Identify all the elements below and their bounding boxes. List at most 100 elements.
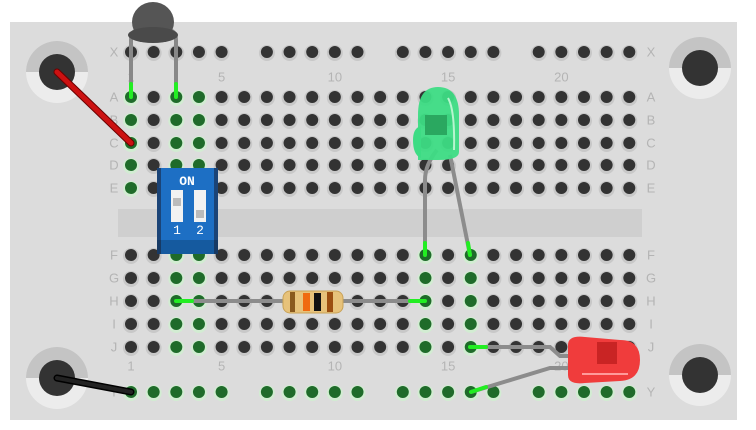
breadboard-hole[interactable] (258, 136, 275, 152)
breadboard-hole[interactable] (213, 317, 230, 333)
breadboard-hole[interactable] (326, 136, 343, 152)
breadboard-hole[interactable] (145, 45, 162, 61)
breadboard-hole[interactable] (462, 90, 479, 106)
resistor[interactable] (174, 290, 427, 314)
breadboard-hole[interactable] (123, 181, 139, 197)
breadboard-hole[interactable] (440, 271, 457, 287)
breadboard-hole[interactable] (621, 136, 638, 152)
breadboard-hole[interactable] (258, 90, 275, 106)
breadboard-hole[interactable] (372, 113, 389, 129)
breadboard-hole[interactable] (598, 385, 615, 401)
breadboard-hole[interactable] (190, 340, 207, 356)
breadboard-hole[interactable] (304, 158, 321, 174)
breadboard-hole[interactable] (598, 181, 615, 197)
breadboard-hole[interactable] (485, 294, 502, 310)
breadboard-hole[interactable] (394, 181, 411, 197)
breadboard-hole[interactable] (553, 158, 570, 174)
breadboard-hole[interactable] (598, 158, 615, 174)
breadboard-hole[interactable] (440, 340, 457, 356)
breadboard-hole[interactable] (576, 136, 592, 152)
breadboard-hole[interactable] (213, 136, 230, 152)
breadboard-hole[interactable] (621, 248, 638, 264)
breadboard-hole[interactable] (213, 113, 230, 129)
breadboard-hole[interactable] (417, 317, 434, 333)
breadboard-hole[interactable] (349, 45, 366, 61)
breadboard-hole[interactable] (394, 113, 411, 129)
breadboard-hole[interactable] (145, 113, 162, 129)
breadboard-hole[interactable] (349, 317, 366, 333)
breadboard-hole[interactable] (621, 385, 638, 401)
breadboard-hole[interactable] (372, 271, 389, 287)
breadboard-hole[interactable] (508, 181, 525, 197)
breadboard-hole[interactable] (598, 90, 615, 106)
breadboard-hole[interactable] (576, 248, 592, 264)
breadboard-hole[interactable] (213, 385, 230, 401)
breadboard-hole[interactable] (462, 113, 479, 129)
breadboard-hole[interactable] (440, 248, 457, 264)
breadboard-hole[interactable] (304, 90, 321, 106)
breadboard-hole[interactable] (553, 90, 570, 106)
breadboard-hole[interactable] (462, 136, 479, 152)
breadboard-hole[interactable] (553, 113, 570, 129)
breadboard-hole[interactable] (394, 90, 411, 106)
breadboard-hole[interactable] (485, 181, 502, 197)
breadboard-hole[interactable] (553, 136, 570, 152)
breadboard-hole[interactable] (440, 294, 457, 310)
breadboard-hole[interactable] (281, 271, 298, 287)
breadboard-hole[interactable] (281, 158, 298, 174)
breadboard-hole[interactable] (304, 385, 321, 401)
breadboard-hole[interactable] (598, 248, 615, 264)
breadboard-hole[interactable] (258, 158, 275, 174)
breadboard-hole[interactable] (372, 340, 389, 356)
breadboard-hole[interactable] (553, 385, 570, 401)
breadboard-hole[interactable] (553, 294, 570, 310)
breadboard-hole[interactable] (394, 271, 411, 287)
breadboard-hole[interactable] (168, 385, 185, 401)
breadboard-hole[interactable] (123, 271, 139, 287)
breadboard-hole[interactable] (394, 340, 411, 356)
breadboard-hole[interactable] (576, 181, 592, 197)
breadboard-hole[interactable] (485, 317, 502, 333)
breadboard-hole[interactable] (145, 90, 162, 106)
breadboard-hole[interactable] (213, 271, 230, 287)
breadboard-hole[interactable] (485, 45, 502, 61)
breadboard-hole[interactable] (621, 45, 638, 61)
breadboard-hole[interactable] (281, 340, 298, 356)
black-ground-wire[interactable] (53, 374, 135, 396)
breadboard-hole[interactable] (485, 113, 502, 129)
breadboard-hole[interactable] (145, 271, 162, 287)
breadboard-hole[interactable] (190, 271, 207, 287)
breadboard-hole[interactable] (304, 317, 321, 333)
breadboard-hole[interactable] (326, 340, 343, 356)
breadboard-hole[interactable] (123, 294, 139, 310)
breadboard-hole[interactable] (372, 248, 389, 264)
breadboard-hole[interactable] (304, 45, 321, 61)
breadboard-hole[interactable] (530, 45, 547, 61)
red-power-wire[interactable] (53, 68, 135, 147)
breadboard-hole[interactable] (440, 45, 457, 61)
breadboard-hole[interactable] (462, 158, 479, 174)
breadboard-hole[interactable] (530, 136, 547, 152)
breadboard-hole[interactable] (417, 271, 434, 287)
breadboard-hole[interactable] (440, 385, 457, 401)
breadboard-hole[interactable] (304, 181, 321, 197)
breadboard-hole[interactable] (598, 271, 615, 287)
breadboard-hole[interactable] (349, 181, 366, 197)
breadboard-hole[interactable] (576, 158, 592, 174)
breadboard-hole[interactable] (394, 136, 411, 152)
breadboard-hole[interactable] (508, 113, 525, 129)
breadboard-hole[interactable] (394, 45, 411, 61)
breadboard-hole[interactable] (236, 136, 253, 152)
breadboard-hole[interactable] (530, 271, 547, 287)
breadboard-hole[interactable] (258, 340, 275, 356)
breadboard-hole[interactable] (553, 317, 570, 333)
breadboard-hole[interactable] (576, 113, 592, 129)
breadboard-hole[interactable] (168, 271, 185, 287)
breadboard-hole[interactable] (621, 90, 638, 106)
breadboard-hole[interactable] (326, 90, 343, 106)
breadboard-hole[interactable] (281, 136, 298, 152)
breadboard-hole[interactable] (190, 136, 207, 152)
breadboard-hole[interactable] (621, 294, 638, 310)
breadboard-hole[interactable] (236, 248, 253, 264)
breadboard-hole[interactable] (530, 385, 547, 401)
